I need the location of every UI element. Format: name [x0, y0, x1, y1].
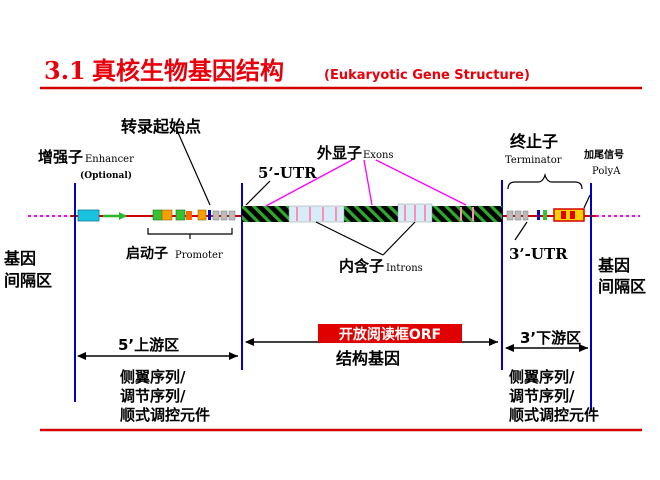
enhancer-optional: (Optional) — [80, 170, 132, 181]
intergenic-left-label-1: 基因 — [3, 249, 36, 268]
flank-left-line-1: 侧翼序列/ — [120, 368, 186, 386]
utr3-pointer — [514, 221, 528, 241]
tss-pointer — [175, 127, 211, 206]
title-english: (Eukaryotic Gene Structure) — [324, 68, 530, 83]
title-chinese: 真核生物基因结构 — [92, 57, 284, 85]
utr5-pointer — [245, 180, 271, 206]
flank-right-line-2: 调节序列/ — [509, 387, 575, 405]
terminator-brace — [507, 172, 583, 190]
introns-label-cn: 内含子 — [339, 257, 384, 275]
polya-label-en: PolyA — [592, 166, 621, 177]
upstream-label: 5’上游区 — [118, 336, 179, 354]
polya-label-cn: 加尾信号 — [583, 148, 624, 161]
title-number: 3.1 — [44, 56, 86, 85]
terminator-label-cn: 终止子 — [510, 132, 558, 151]
utr3-label: 3’-UTR — [509, 245, 568, 263]
orf-box — [318, 324, 462, 343]
enhancer-label-cn: 增强子 — [38, 148, 83, 166]
intergenic-left-label-2: 间隔区 — [4, 271, 52, 290]
tss-label: 转录起始点 — [121, 117, 201, 136]
promoter-label-en: Promoter — [175, 250, 223, 261]
exon-pointers — [265, 159, 467, 207]
flank-left-line-2: 调节序列/ — [120, 387, 186, 405]
intergenic-right-label-1: 基因 — [597, 256, 630, 275]
polya-pointer — [583, 194, 591, 209]
intron-pointers — [315, 221, 416, 256]
downstream-label: 3’下游区 — [520, 329, 581, 347]
terminator-elements — [506, 208, 585, 222]
terminator-label-en: Terminator — [505, 155, 562, 166]
promoter-bracket — [147, 228, 233, 239]
enhancer-label-en: Enhancer — [85, 154, 134, 165]
exons — [242, 206, 502, 222]
flank-right-line-1: 侧翼序列/ — [509, 368, 575, 386]
flank-right-line-3: 顺式调控元件 — [509, 406, 599, 424]
utr5-label: 5’-UTR — [258, 164, 317, 182]
orf-label: 开放阅读框ORF — [339, 326, 441, 343]
structural-gene-label: 结构基因 — [335, 349, 400, 368]
flank-left-line-3: 顺式调控元件 — [120, 406, 210, 424]
intergenic-right-label-2: 间隔区 — [598, 277, 646, 296]
promoter-elements — [152, 209, 236, 221]
exons-label-en: Exons — [363, 150, 394, 161]
promoter-label-cn: 启动子 — [126, 245, 168, 262]
exons-label-cn: 外显子 — [316, 144, 362, 162]
introns-label-en: Introns — [386, 263, 423, 274]
enhancer-box — [77, 209, 100, 222]
